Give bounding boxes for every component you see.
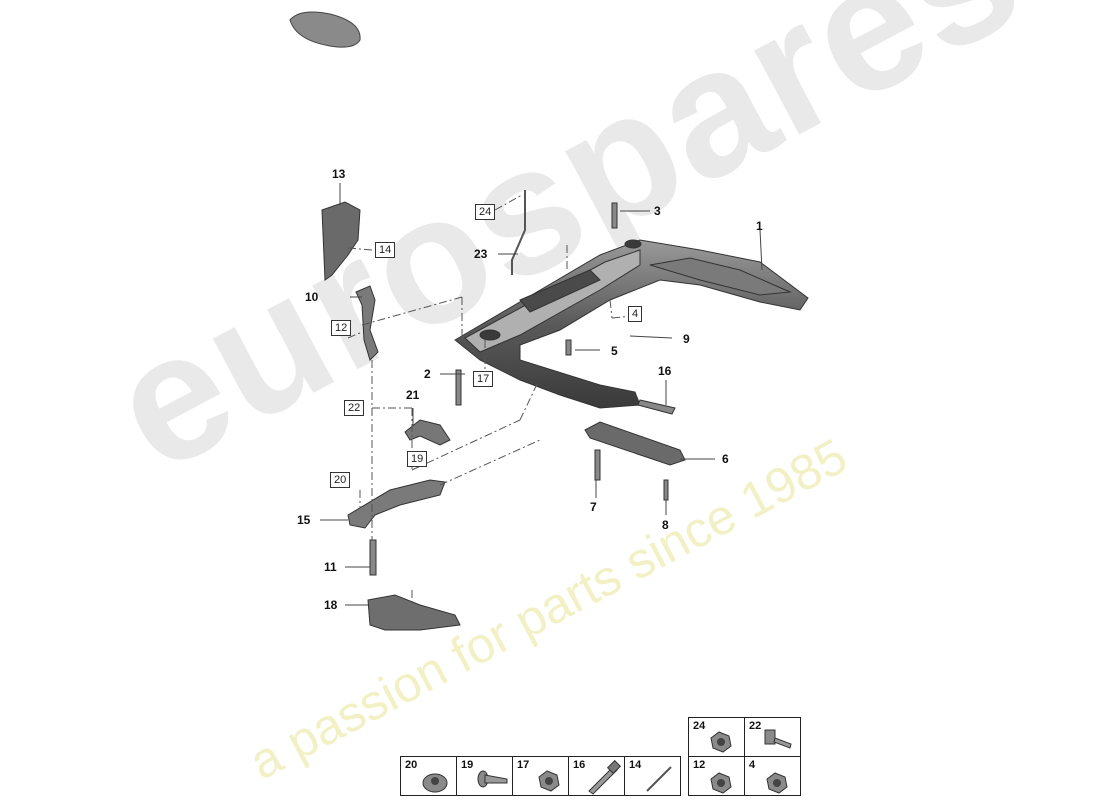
callout-22: 22	[344, 400, 365, 416]
callout-6: 6	[722, 452, 729, 466]
leader-lines	[320, 183, 763, 606]
legend-cell-16: 16	[568, 756, 625, 796]
nut-icon	[710, 731, 732, 753]
callout-12: 12	[331, 320, 352, 336]
legend-number: 19	[461, 759, 474, 771]
callout-2: 2	[424, 367, 431, 381]
legend-number: 24	[693, 720, 706, 732]
part-6-plate	[584, 421, 686, 466]
callout-20: 20	[330, 472, 351, 488]
part-13-shield	[321, 201, 361, 281]
legend-number: 16	[573, 759, 586, 771]
legend-cell-19: 19	[456, 756, 513, 796]
callout-23: 23	[474, 247, 488, 261]
legend-number: 17	[517, 759, 530, 771]
callout-10: 10	[305, 290, 319, 304]
collar-nut-icon	[710, 772, 732, 794]
cable-tie-icon	[646, 766, 672, 792]
callout-3: 3	[654, 204, 661, 218]
callout-24: 24	[475, 204, 496, 220]
part-18-bracket	[367, 594, 461, 631]
bolt-icon	[764, 729, 792, 749]
part-21-sensor	[404, 419, 451, 446]
bolts	[369, 202, 676, 576]
legend-number: 14	[629, 759, 642, 771]
part-15-arm	[347, 479, 446, 529]
hex-nut-icon	[538, 770, 560, 792]
long-bolt-icon	[588, 759, 622, 795]
legend-number: 20	[405, 759, 418, 771]
callout-1: 1	[756, 219, 763, 233]
legend-cell-14: 14	[624, 756, 681, 796]
legend-number: 4	[749, 759, 756, 771]
legend-cell-22: 22	[744, 717, 801, 757]
legend-number: 22	[749, 720, 762, 732]
callout-5: 5	[611, 344, 618, 358]
legend-cell-20: 20	[400, 756, 457, 796]
callout-14: 14	[375, 242, 396, 258]
callout-16: 16	[658, 364, 672, 378]
callout-9: 9	[683, 332, 690, 346]
callout-18: 18	[324, 598, 338, 612]
subframe-part	[454, 239, 809, 409]
callout-7: 7	[590, 500, 597, 514]
callout-15: 15	[297, 513, 311, 527]
callout-21: 21	[406, 388, 420, 402]
callout-8: 8	[662, 518, 669, 532]
flange-nut-icon	[422, 773, 448, 793]
callout-4: 4	[628, 306, 643, 322]
cover-cap-part	[289, 11, 361, 48]
callout-19: 19	[407, 451, 428, 467]
legend-cell-4: 4	[744, 756, 801, 796]
callout-11: 11	[324, 560, 337, 574]
screw-icon	[477, 770, 508, 788]
part-10-link	[355, 285, 379, 361]
legend-cell-24: 24	[688, 717, 745, 757]
legend-cell-12: 12	[688, 756, 745, 796]
part-23-rod	[511, 190, 526, 275]
legend-number: 12	[693, 759, 706, 771]
callout-13: 13	[332, 167, 346, 181]
callout-17: 17	[473, 371, 494, 387]
legend-cell-17: 17	[512, 756, 569, 796]
lock-nut-icon	[766, 772, 788, 794]
